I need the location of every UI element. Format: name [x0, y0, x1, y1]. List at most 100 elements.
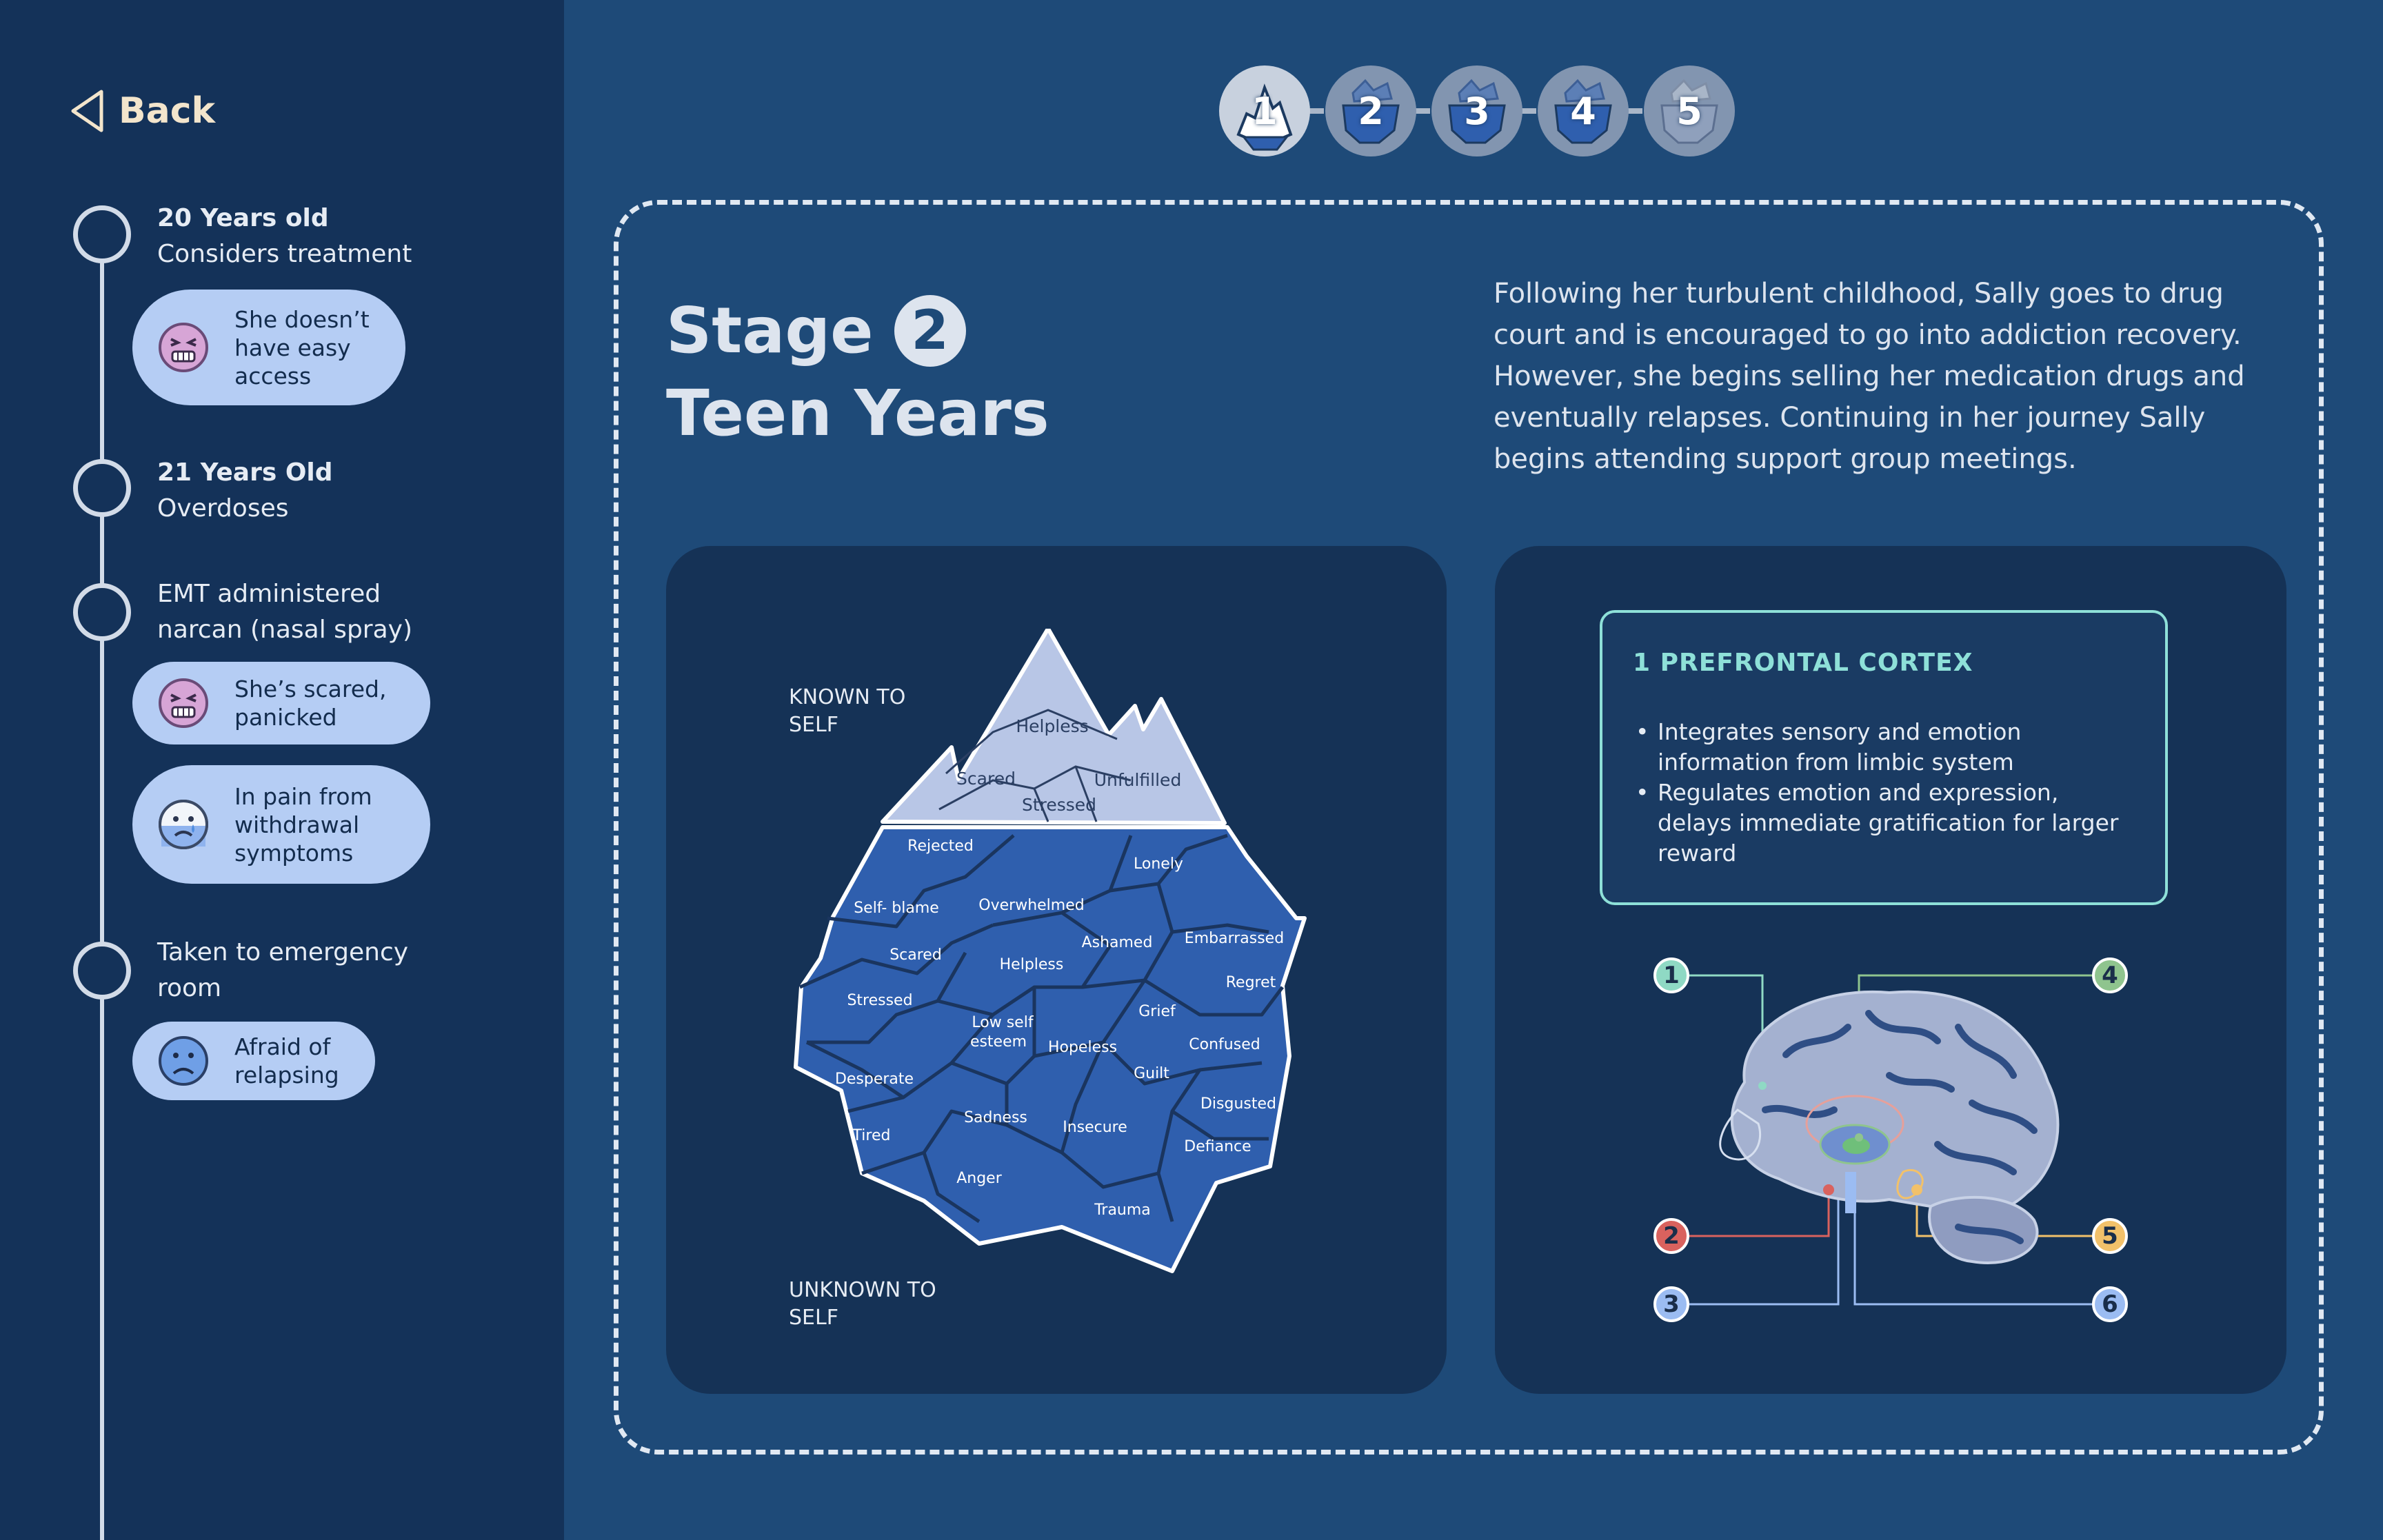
iceberg-word: Regret — [1226, 974, 1276, 991]
timeline-event-4: Taken to emergency room — [157, 935, 426, 1006]
iceberg-word: Anger — [956, 1170, 1002, 1187]
stage-number: 5 — [1676, 89, 1702, 133]
iceberg-word: Scared — [889, 946, 942, 964]
back-button[interactable]: Back — [69, 88, 215, 134]
feeling-text: Afraid of relapsing — [234, 1033, 339, 1088]
iceberg-word: Low self — [972, 1014, 1034, 1031]
stage-number: 2 — [1358, 89, 1384, 133]
iceberg-word: esteem — [970, 1033, 1027, 1051]
iceberg-word: Trauma — [1094, 1202, 1151, 1219]
timeline-event-title: 21 Years Old — [157, 458, 333, 487]
timeline-node-4[interactable] — [73, 942, 131, 1000]
brain-diagram — [1659, 974, 2110, 1306]
stage-connector — [1521, 108, 1536, 114]
iceberg-word: Helpless — [1000, 956, 1064, 973]
stage-button-1[interactable]: 1 — [1219, 65, 1310, 156]
brain-fact-item: Regulates emotion and expression, delays… — [1633, 778, 2135, 869]
back-arrow-icon — [71, 90, 103, 132]
brain-marker-6[interactable]: 6 — [2092, 1286, 2128, 1322]
unknown-to-self-label: UNKNOWN TO SELF — [789, 1278, 936, 1330]
iceberg-word: Rejected — [907, 838, 974, 855]
iceberg-icon — [1660, 79, 1718, 144]
timeline-event-title: Taken to emergency room — [157, 938, 409, 1002]
stage-button-2[interactable]: 2 — [1325, 65, 1416, 156]
back-label: Back — [119, 90, 216, 132]
iceberg-word: Tired — [852, 1127, 891, 1144]
journey-sidebar: Back 20 Years old Considers treatment Sh… — [0, 0, 564, 1540]
timeline-event-2: 21 Years Old Overdoses — [157, 455, 333, 527]
iceberg-word: Disgusted — [1200, 1095, 1276, 1113]
feeling-text: She doesn’t have easy access — [234, 305, 370, 389]
iceberg-icon — [1342, 79, 1400, 144]
stage-connector — [1415, 108, 1430, 114]
stage-button-4[interactable]: 4 — [1538, 65, 1629, 156]
stage-connector — [1309, 108, 1324, 114]
feeling-pill-2[interactable]: She’s scared, panicked — [132, 662, 430, 744]
iceberg-peak-icon — [1236, 83, 1293, 151]
stage-label: Stage — [666, 294, 874, 367]
iceberg-word: Lonely — [1134, 855, 1183, 873]
timeline-event-title: EMT administered narcan (nasal spray) — [157, 580, 413, 644]
iceberg-word: Helpless — [1016, 716, 1088, 736]
stage-heading: Stage 2 Teen Years — [666, 290, 1049, 455]
iceberg-word: Scared — [956, 769, 1016, 789]
stage-number: 3 — [1464, 89, 1490, 133]
iceberg-word: Hopeless — [1048, 1039, 1117, 1056]
feeling-pill-4[interactable]: Afraid of relapsing — [132, 1022, 375, 1100]
iceberg-word: Unfulfilled — [1094, 770, 1182, 790]
stage-number: 4 — [1570, 89, 1596, 133]
feeling-pill-1[interactable]: She doesn’t have easy access — [132, 290, 405, 405]
brain-marker-5[interactable]: 5 — [2092, 1218, 2128, 1254]
timeline-line — [100, 238, 104, 1540]
brain-marker-4[interactable]: 4 — [2092, 958, 2128, 993]
timeline-node-3[interactable] — [73, 583, 131, 641]
feeling-text: In pain from withdrawal symptoms — [234, 782, 372, 867]
iceberg-word: Confused — [1189, 1036, 1260, 1053]
brain-region-facts: Integrates sensory and emotion informati… — [1633, 717, 2135, 869]
brain-marker-2[interactable]: 2 — [1653, 1218, 1689, 1254]
stage-number-badge: 2 — [894, 295, 966, 367]
brain-region-title: 1 PREFRONTAL CORTEX — [1633, 649, 1973, 677]
angry-face-icon — [159, 323, 208, 372]
stage-description: Following her turbulent childhood, Sally… — [1494, 278, 2245, 475]
timeline-node-2[interactable] — [73, 459, 131, 517]
stage-connector — [1627, 108, 1642, 114]
iceberg-word: Overwhelmed — [978, 897, 1084, 914]
emotion-iceberg: Helpless Scared Unfulfilled Stressed Rej… — [794, 629, 1307, 1273]
iceberg-word: Sadness — [964, 1109, 1027, 1126]
stage-button-3[interactable]: 3 — [1431, 65, 1522, 156]
iceberg-word: Embarrassed — [1185, 930, 1284, 947]
timeline-event-subtitle: Overdoses — [157, 494, 289, 523]
timeline-event-1: 20 Years old Considers treatment — [157, 201, 412, 272]
iceberg-word: Stressed — [847, 992, 912, 1009]
stage-panel — [614, 200, 2324, 1455]
iceberg-word: Stressed — [1022, 795, 1096, 815]
brain-marker-1[interactable]: 1 — [1653, 958, 1689, 993]
crying-face-icon — [159, 800, 208, 849]
timeline-event-3: EMT administered narcan (nasal spray) — [157, 576, 426, 648]
iceberg-word: Ashamed — [1082, 934, 1153, 951]
known-to-self-label: KNOWN TO SELF — [789, 685, 906, 737]
iceberg-icon — [1448, 79, 1506, 144]
iceberg-word: Defiance — [1184, 1138, 1251, 1155]
timeline-event-subtitle: Considers treatment — [157, 240, 412, 268]
brain-region-info: 1 PREFRONTAL CORTEX Integrates sensory a… — [1600, 610, 2168, 905]
iceberg-body — [794, 825, 1307, 1273]
iceberg-word: Desperate — [835, 1071, 914, 1088]
stage-button-5[interactable]: 5 — [1644, 65, 1735, 156]
iceberg-word: Grief — [1138, 1003, 1176, 1020]
iceberg-word: Guilt — [1134, 1065, 1169, 1082]
iceberg-word: Insecure — [1063, 1119, 1127, 1136]
timeline-node-1[interactable] — [73, 205, 131, 263]
timeline-event-title: 20 Years old — [157, 204, 329, 232]
stage-number: 1 — [1251, 89, 1278, 133]
brain-marker-3[interactable]: 3 — [1653, 1286, 1689, 1322]
iceberg-tip — [881, 629, 1227, 825]
stage-title: Teen Years — [666, 376, 1049, 450]
angry-face-icon — [159, 678, 208, 728]
feeling-pill-3[interactable]: In pain from withdrawal symptoms — [132, 765, 430, 884]
iceberg-icon — [1554, 79, 1612, 144]
sad-face-icon — [159, 1036, 208, 1086]
brain-fact-item: Integrates sensory and emotion informati… — [1633, 717, 2135, 778]
feeling-text: She’s scared, panicked — [234, 676, 387, 731]
